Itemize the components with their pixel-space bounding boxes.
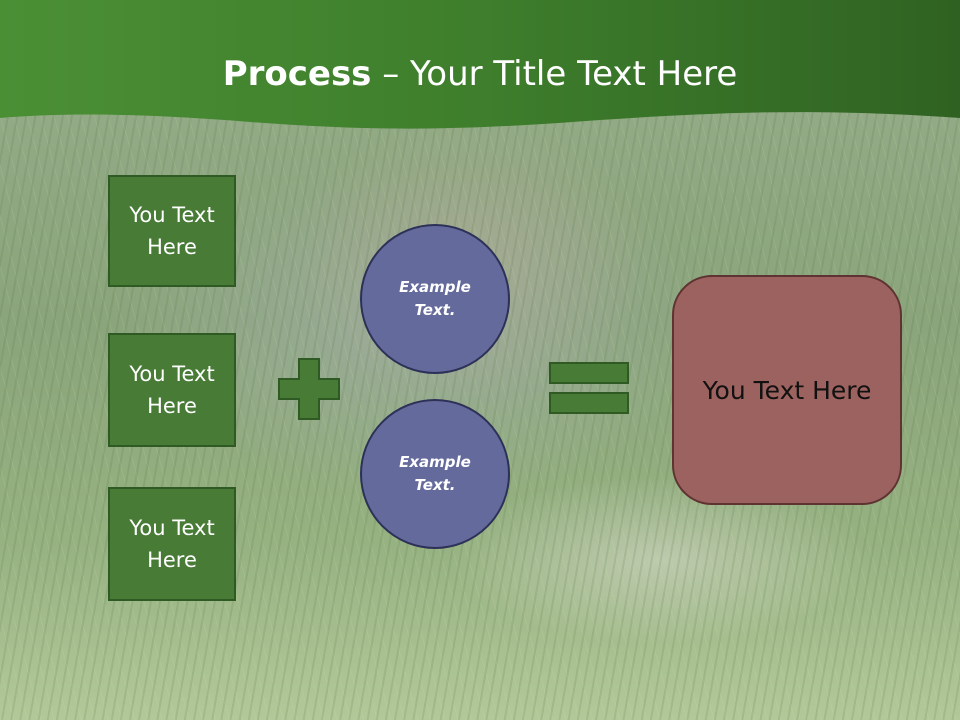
- input-box-label: You Text Here: [129, 516, 215, 572]
- header-band: [0, 0, 960, 129]
- input-box-3: You Text Here: [108, 487, 236, 601]
- result-label: You Text Here: [702, 375, 872, 405]
- title-bold: Process: [222, 54, 372, 94]
- title-rest: – Your Title Text Here: [371, 54, 738, 94]
- input-box-label: You Text Here: [129, 362, 215, 418]
- input-box-2: You Text Here: [108, 333, 236, 447]
- slide-title: Process – Your Title Text Here: [0, 52, 960, 96]
- result-box: You Text Here: [672, 275, 902, 505]
- operand-circle-2: Example Text.: [360, 399, 510, 549]
- operand-label: Example Text.: [399, 453, 471, 494]
- plus-icon: [278, 358, 340, 420]
- input-box-1: You Text Here: [108, 175, 236, 287]
- operand-circle-1: Example Text.: [360, 224, 510, 374]
- operand-label: Example Text.: [399, 278, 471, 319]
- equals-icon: [549, 362, 629, 414]
- input-box-label: You Text Here: [129, 203, 215, 259]
